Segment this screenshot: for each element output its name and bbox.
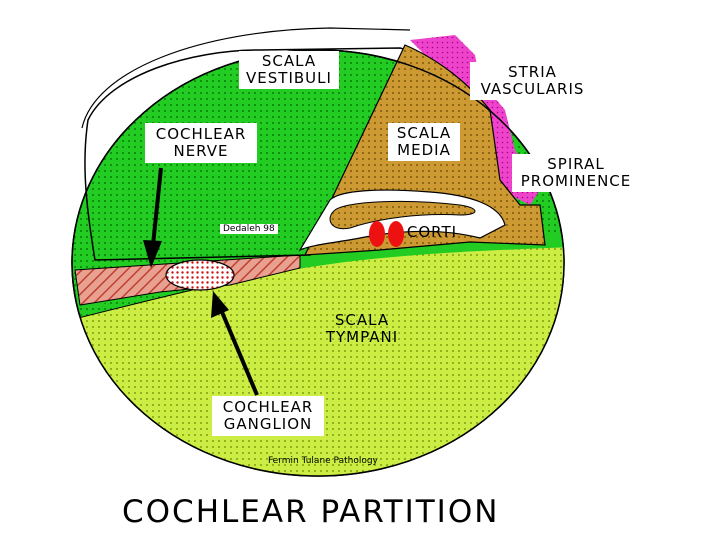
label-stria-vascularis-line2: VASCULARIS — [480, 80, 585, 98]
label-cochlear-nerve-line2: NERVE — [173, 142, 229, 160]
label-corti-text: CORTI — [406, 223, 458, 241]
label-cochlear-nerve: COCHLEAR NERVE — [145, 123, 257, 163]
ganglion-arrow-head — [211, 291, 229, 318]
label-spiral-prominence-line1: SPIRAL — [547, 155, 605, 173]
label-scala-media-line2: MEDIA — [397, 141, 451, 159]
label-spiral-prominence-line2: PROMINENCE — [520, 172, 632, 190]
tectorial-membrane — [329, 200, 476, 230]
label-spiral-prominence: SPIRAL PROMINENCE — [512, 154, 640, 192]
label-cochlear-ganglion-line1: COCHLEAR — [222, 398, 314, 416]
label-scala-tympani-line1: SCALA — [334, 311, 390, 329]
label-scala-media-line1: SCALA — [396, 124, 452, 142]
label-scala-vestibuli-line1: SCALA — [261, 52, 317, 70]
ganglion-arrow-shaft — [220, 311, 259, 396]
label-scala-vestibuli: SCALA VESTIBULI — [239, 51, 339, 89]
corti-hair-cell-right — [388, 221, 404, 247]
label-cochlear-ganglion: COCHLEAR GANGLION — [212, 396, 324, 436]
label-scala-tympani-line2: TYMPANI — [325, 328, 399, 346]
scala-vestibuli-outline-inner — [81, 27, 411, 129]
label-scala-media: SCALA MEDIA — [388, 123, 460, 161]
label-stria-vascularis: STRIA VASCULARIS — [470, 62, 595, 100]
credit-text: Fermin Tulane Pathology — [268, 456, 378, 466]
cochlear-ganglion-body — [165, 259, 235, 291]
page-title: COCHLEAR PARTITION — [122, 494, 500, 530]
nerve-arrow-shaft — [151, 167, 163, 246]
label-cochlear-nerve-line1: COCHLEAR — [155, 125, 247, 143]
small-tag: Dedaleh 98 — [220, 224, 278, 234]
nerve-arrow-head — [143, 240, 162, 268]
label-stria-vascularis-line1: STRIA — [508, 63, 557, 81]
label-scala-tympani: SCALA TYMPANI — [322, 312, 402, 346]
corti-hair-cell-left — [369, 221, 385, 247]
cochlea-disc-outline — [71, 49, 565, 477]
label-cochlear-ganglion-line2: GANGLION — [223, 415, 313, 433]
label-corti: CORTI — [404, 224, 460, 241]
label-scala-vestibuli-line2: VESTIBULI — [246, 69, 332, 87]
